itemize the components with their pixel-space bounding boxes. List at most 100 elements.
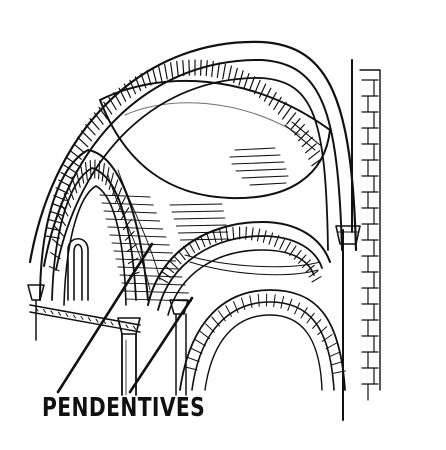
voussoir-stroke xyxy=(89,118,100,130)
voussoir-stroke xyxy=(54,225,64,237)
masonry-line xyxy=(169,203,223,206)
voussoir-stroke xyxy=(262,230,267,243)
voussoir-stroke xyxy=(206,232,211,245)
ledge-ornament-mark xyxy=(58,311,61,316)
ledge-ornament-mark xyxy=(80,315,84,320)
voussoir-stroke xyxy=(317,326,328,336)
ledge-ornament-mark xyxy=(125,324,129,329)
voussoir-stroke xyxy=(233,300,239,313)
voussoir-stroke xyxy=(312,319,322,329)
ledge-ornament-mark xyxy=(88,317,91,322)
voussoir-stroke xyxy=(294,302,301,315)
voussoir-stroke xyxy=(243,73,250,89)
ledge-ornament-mark xyxy=(50,310,54,315)
masonry-line xyxy=(105,218,161,222)
voussoir-stroke xyxy=(63,192,72,208)
voussoir-stroke xyxy=(273,235,280,247)
masonry-line xyxy=(107,226,164,230)
voussoir-stroke xyxy=(177,250,186,261)
leader-line-right xyxy=(128,296,194,394)
voussoir-stroke xyxy=(219,228,223,242)
voussoir-stroke xyxy=(216,62,220,79)
voussoir-stroke xyxy=(268,232,274,245)
voussoir-stroke xyxy=(200,59,202,76)
masonry-line xyxy=(117,266,180,270)
voussoir-stroke xyxy=(158,276,169,284)
voussoir-stroke xyxy=(251,227,254,241)
voussoir-stroke xyxy=(298,130,309,142)
ledge-ornament-mark xyxy=(95,318,99,323)
voussoir-stroke xyxy=(311,276,322,283)
arched-window xyxy=(67,237,89,301)
masonry-line xyxy=(173,217,226,220)
left-arch-voussoirs xyxy=(48,159,140,277)
voussoir-stroke xyxy=(97,160,101,180)
voussoir-stroke xyxy=(120,207,130,221)
voussoir-stroke xyxy=(225,305,232,317)
voussoir-stroke xyxy=(182,60,185,77)
voussoir-stroke xyxy=(245,226,247,240)
masonry-line xyxy=(115,258,177,262)
leader-lines xyxy=(56,242,194,394)
voussoir-stroke xyxy=(256,228,261,242)
voussoir-stroke xyxy=(173,255,182,265)
voussoir-stroke xyxy=(287,298,293,312)
voussoir-stroke xyxy=(103,101,113,115)
voussoir-stroke xyxy=(232,226,235,240)
voussoir-stroke xyxy=(188,59,190,76)
voussoir-stroke xyxy=(52,238,63,248)
voussoir-stroke xyxy=(273,294,276,308)
voussoir-stroke xyxy=(81,130,92,142)
masonry-line xyxy=(177,231,229,234)
voussoir-stroke xyxy=(211,60,214,77)
voussoir-stroke xyxy=(60,202,69,217)
masonry-line xyxy=(103,210,157,214)
dome xyxy=(99,80,331,200)
voussoir-stroke xyxy=(158,65,163,82)
voussoir-stroke xyxy=(248,76,256,92)
voussoir-stroke xyxy=(188,242,196,254)
pendentive-left xyxy=(107,169,161,291)
voussoir-stroke xyxy=(126,243,137,253)
voussoir-stroke xyxy=(305,143,317,154)
masonry-line xyxy=(101,202,154,206)
voussoir-stroke xyxy=(282,106,292,120)
voussoir-stroke xyxy=(227,65,232,82)
voussoir-stroke xyxy=(218,310,226,322)
voussoir-stroke xyxy=(279,238,286,250)
voussoir-stroke xyxy=(170,62,174,79)
voussoir-stroke xyxy=(57,213,67,227)
voussoir-stroke xyxy=(105,167,110,186)
far-arch-voussoirs xyxy=(184,293,346,374)
masonry-line xyxy=(171,210,224,213)
voussoir-stroke xyxy=(89,159,92,179)
voussoir-stroke xyxy=(164,265,175,274)
voussoir-stroke xyxy=(306,312,315,324)
voussoir-stroke xyxy=(284,241,292,253)
voussoir-stroke xyxy=(48,265,60,272)
voussoir-stroke xyxy=(69,150,82,160)
voussoir-stroke xyxy=(98,106,108,120)
voussoir-stroke xyxy=(182,245,191,257)
voussoir-stroke xyxy=(194,339,206,347)
masonry-courses xyxy=(99,194,230,302)
voussoir-stroke xyxy=(263,87,272,102)
rear-arch-voussoirs xyxy=(158,226,322,284)
voussoir-stroke xyxy=(293,249,302,260)
voussoir-stroke xyxy=(80,165,85,184)
right-pier xyxy=(335,59,381,421)
voussoir-stroke xyxy=(233,67,238,84)
voussoir-stroke xyxy=(238,70,244,86)
voussoir-stroke xyxy=(290,118,301,130)
voussoir-stroke xyxy=(164,63,168,80)
voussoir-stroke xyxy=(111,179,119,196)
voussoir-stroke xyxy=(199,330,211,340)
voussoir-stroke xyxy=(60,171,74,180)
masonry-line xyxy=(175,224,227,227)
ledge-ornament-mark xyxy=(110,321,114,326)
voussoir-stroke xyxy=(273,96,282,111)
voussoir-stroke xyxy=(168,260,178,269)
far-arch xyxy=(179,254,346,391)
